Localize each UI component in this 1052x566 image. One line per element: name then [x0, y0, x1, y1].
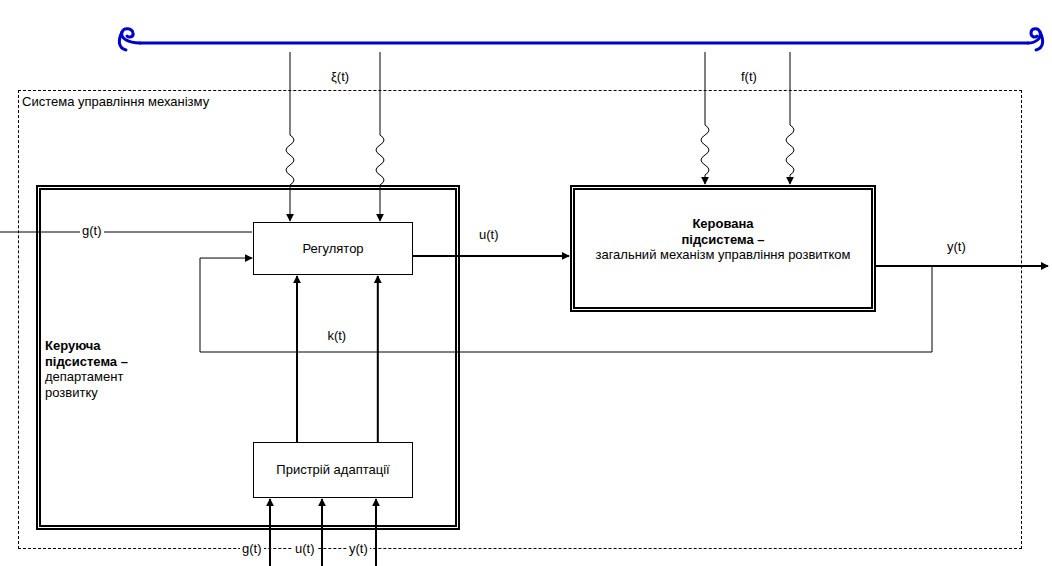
- node-text: Регулятор: [302, 241, 363, 257]
- signal-connector: [296, 276, 298, 442]
- regulator-box: Регулятор: [253, 222, 413, 275]
- node-text: департамент розвитку: [45, 369, 163, 400]
- controlled-subsystem: Керована підсистема –загальний механізм …: [570, 185, 876, 312]
- signal-label: g(t): [80, 224, 104, 239]
- adaptation-box: Пристрій адаптації: [253, 442, 413, 498]
- system-boundary: Система управління механізмуКеруюча підс…: [18, 90, 1022, 549]
- signal-label: g(t): [240, 542, 264, 557]
- node-text: Система управління механізму: [22, 94, 1018, 110]
- signal-connector: [413, 255, 569, 257]
- disturbance-arrow: [701, 52, 794, 184]
- header-ornament: [119, 29, 1042, 50]
- node-heading: Керована підсистема –: [658, 216, 788, 247]
- adaptation-input-arrow: [270, 499, 376, 566]
- signal-label: u(t): [477, 228, 501, 243]
- disturbance-arrow: [286, 52, 384, 221]
- signal-connector: [377, 276, 379, 442]
- signal-label: ξ(t): [329, 70, 351, 85]
- signal-label: y(t): [945, 240, 968, 255]
- node-text: загальний механізм управління розвитком: [585, 247, 861, 263]
- signal-label: k(t): [325, 329, 348, 344]
- signal-label: u(t): [293, 542, 317, 557]
- node-text: Пристрій адаптації: [276, 462, 389, 478]
- signal-label: y(t): [347, 542, 370, 557]
- node-heading: Керуюча підсистема –: [45, 338, 163, 369]
- feedback-connector: [200, 258, 932, 352]
- signal-label: f(t): [739, 70, 759, 85]
